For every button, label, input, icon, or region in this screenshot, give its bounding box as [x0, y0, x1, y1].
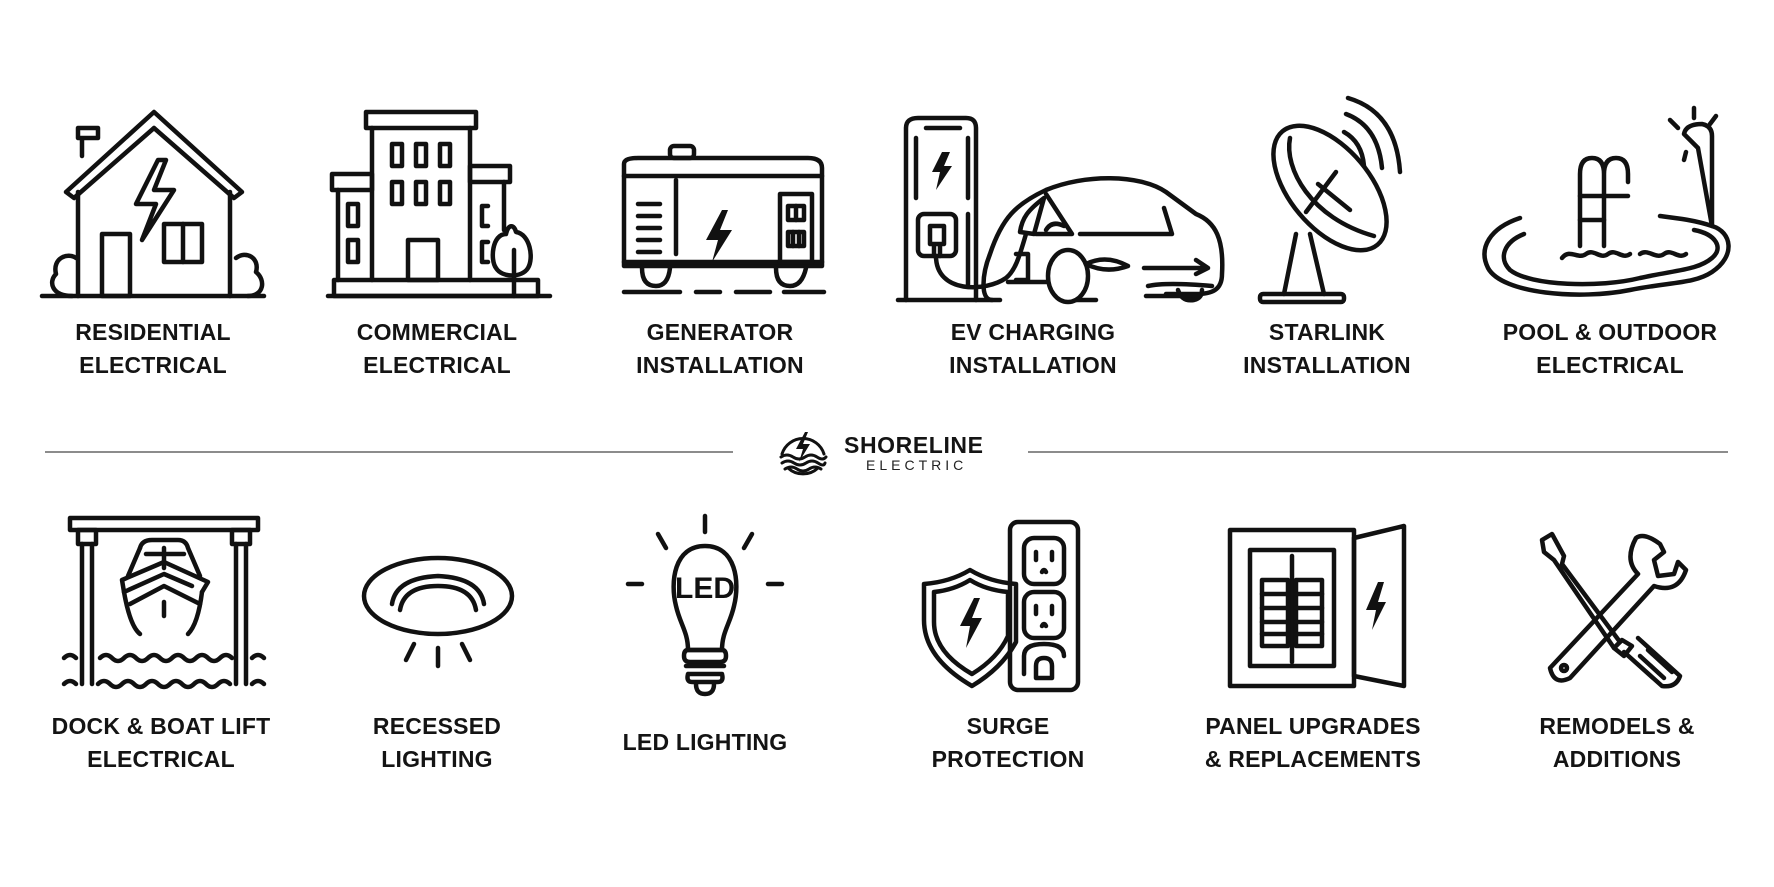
service-panel-upgrades-replacements[interactable]: PANEL UPGRADES & REPLACEMENTS	[1153, 710, 1473, 776]
service-label-line2: ELECTRICAL	[363, 352, 511, 378]
service-label-line1: STARLINK	[1268, 319, 1386, 345]
service-label-line1: COMMERCIAL	[356, 319, 518, 345]
pool-light-icon	[1480, 105, 1738, 302]
electrical-panel-icon	[1227, 523, 1408, 689]
service-recessed-lighting[interactable]: RECESSED LIGHTING	[277, 710, 597, 776]
service-led-lighting[interactable]: LED LIGHTING	[545, 726, 865, 759]
service-surge-protection[interactable]: SURGE PROTECTION	[848, 710, 1168, 776]
brand-name: SHORELINE	[844, 432, 984, 458]
service-generator-installation[interactable]: GENERATOR INSTALLATION	[560, 316, 880, 382]
ev-charger-car-icon	[895, 114, 1226, 305]
service-commercial-electrical[interactable]: COMMERCIAL ELECTRICAL	[277, 316, 597, 382]
service-label-line2: ELECTRICAL	[87, 746, 235, 772]
house-bolt-icon	[38, 108, 270, 300]
service-ev-charging-installation[interactable]: EV CHARGING INSTALLATION	[873, 316, 1193, 382]
service-label-line2: & REPLACEMENTS	[1204, 746, 1422, 772]
service-label-line1: LED LIGHTING	[622, 729, 788, 755]
brand-subtitle: ELECTRIC	[866, 457, 968, 473]
divider-left	[45, 451, 733, 453]
service-label-line2: PROTECTION	[931, 746, 1085, 772]
service-starlink-installation[interactable]: STARLINK INSTALLATION	[1167, 316, 1487, 382]
service-label-line2: INSTALLATION	[1243, 352, 1411, 378]
service-pool-outdoor-electrical[interactable]: POOL & OUTDOOR ELECTRICAL	[1450, 316, 1770, 382]
service-residential-electrical[interactable]: RESIDENTIAL ELECTRICAL	[0, 316, 313, 382]
boat-lift-icon	[61, 515, 267, 690]
service-label-line1: DOCK & BOAT LIFT	[51, 713, 271, 739]
wrench-screwdriver-icon	[1536, 530, 1692, 689]
service-remodels-additions[interactable]: REMODELS & ADDITIONS	[1457, 710, 1774, 776]
service-dock-boat-lift-electrical[interactable]: DOCK & BOAT LIFT ELECTRICAL	[1, 710, 321, 776]
service-label-line1: REMODELS &	[1539, 713, 1695, 739]
service-label-line2: ADDITIONS	[1552, 746, 1682, 772]
led-bulb-icon: LED	[625, 513, 785, 697]
service-label-line2: ELECTRICAL	[1536, 352, 1684, 378]
service-label-line2: LIGHTING	[381, 746, 493, 772]
recessed-light-icon	[360, 555, 516, 669]
office-building-icon	[324, 109, 556, 300]
shield-outlet-icon	[920, 518, 1082, 693]
service-label-line1: GENERATOR	[646, 319, 794, 345]
brand-logo: SHORELINE ELECTRIC	[776, 424, 996, 480]
generator-icon	[620, 142, 827, 298]
service-label-line2: INSTALLATION	[636, 352, 804, 378]
service-label-line1: POOL & OUTDOOR	[1502, 319, 1718, 345]
satellite-dish-icon	[1254, 95, 1434, 305]
service-label-line1: RESIDENTIAL	[75, 319, 231, 345]
service-label-line1: EV CHARGING	[950, 319, 1116, 345]
svg-text:LED: LED	[675, 572, 735, 605]
service-label-line1: SURGE	[966, 713, 1050, 739]
service-label-line2: ELECTRICAL	[79, 352, 227, 378]
service-label-line2: INSTALLATION	[949, 352, 1117, 378]
service-label-line1: PANEL UPGRADES	[1205, 713, 1421, 739]
service-label-line1: RECESSED	[372, 713, 502, 739]
bolt-over-waves-circle-logo-icon	[776, 424, 830, 478]
divider-right	[1028, 451, 1728, 453]
